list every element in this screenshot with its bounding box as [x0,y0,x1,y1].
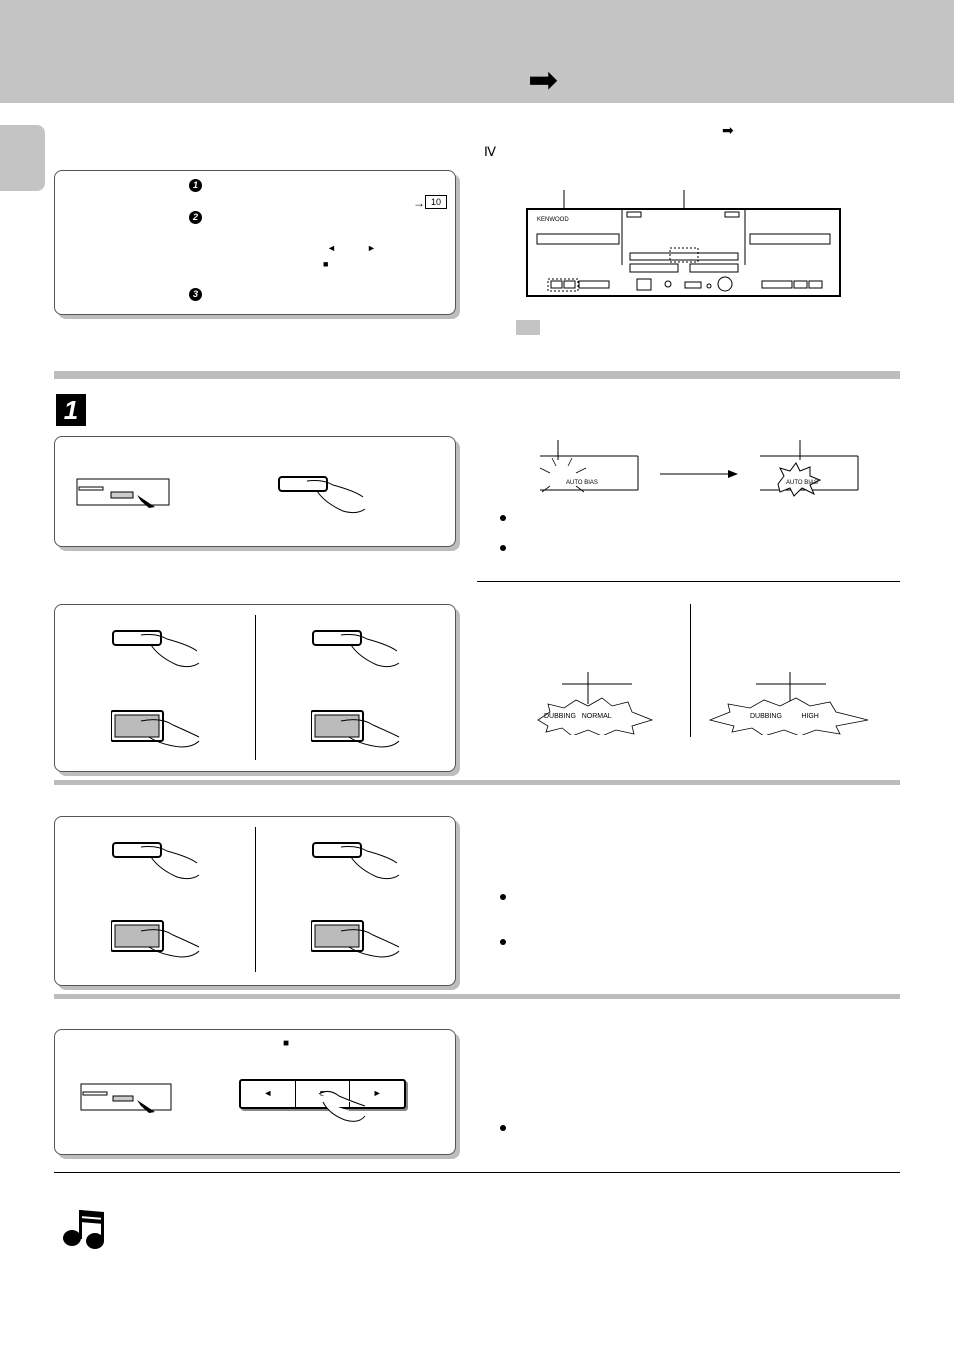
section-divider [54,371,900,379]
bullet [500,939,506,945]
panel-dubbing-speed [54,604,456,772]
button-press-illustration [112,842,200,880]
rewind-button[interactable]: ◄ [241,1081,296,1107]
page-ref-badge: 10 [425,195,447,209]
thin-divider [54,1172,900,1173]
panel-start-dubbing [54,816,456,986]
auto-bias-label-after: AUTO BIAS [786,480,818,486]
button-press-illustration [312,842,400,880]
deck-front-panel-illustration: KENWOOD [516,190,841,335]
dubbing-button-illustration [111,920,200,958]
section-divider [54,994,900,999]
bullet [500,1125,506,1131]
header-band [0,0,954,103]
panel-stop: ■ ◄ ■ ► [54,1029,456,1155]
page-ref-arrow-icon: → [413,196,425,210]
column-divider [690,604,691,737]
button-press-illustration [312,630,400,668]
thin-divider [477,581,900,582]
step-1-badge: 1 [56,394,86,426]
stop-icon: ■ [283,1038,290,1049]
rewind-icon: ◄ [327,243,336,253]
section-divider [54,780,900,785]
auto-bias-label-before: AUTO BIAS [566,480,598,486]
panel-auto-bias [54,436,456,547]
intro-arrow-icon: ➡ [722,122,734,138]
steps-panel: 1 2 3 → 10 ◄ ► ■ [54,170,456,315]
auto-bias-display-illustration [539,440,859,497]
bullet [500,545,506,551]
stop-icon: ■ [323,259,329,269]
side-tab [0,125,45,191]
play-icon: ► [367,243,376,253]
3-circle-icon: 3 [189,288,202,301]
header-arrow-icon: ➡ [528,59,559,100]
bullet [500,515,506,521]
dubbing-normal-label: DUBBING NORMAL [544,713,612,720]
dubbing-normal-display [537,672,654,735]
button-press-illustration [112,630,200,668]
deck-mini-illustration [80,1083,172,1113]
svg-text:KENWOOD: KENWOOD [537,217,569,223]
1-circle-icon: 1 [189,179,202,192]
dubbing-high-label: DUBBING HIGH [750,713,819,720]
finger-press-illustration [318,1090,366,1122]
button-press-illustration [278,476,366,514]
roman-numeral-four: Ⅳ [484,144,496,159]
dubbing-button-illustration [311,710,400,748]
dubbing-button-illustration [111,710,200,748]
music-note-icon [63,1210,104,1249]
dubbing-button-illustration [311,920,400,958]
2-circle-icon: 2 [189,211,202,224]
deck-mini-illustration [76,478,170,508]
dubbing-high-display [708,672,869,735]
panel-divider [255,615,256,760]
bullet [500,894,506,900]
play-button[interactable]: ► [372,1088,382,1098]
panel-divider [255,827,256,972]
